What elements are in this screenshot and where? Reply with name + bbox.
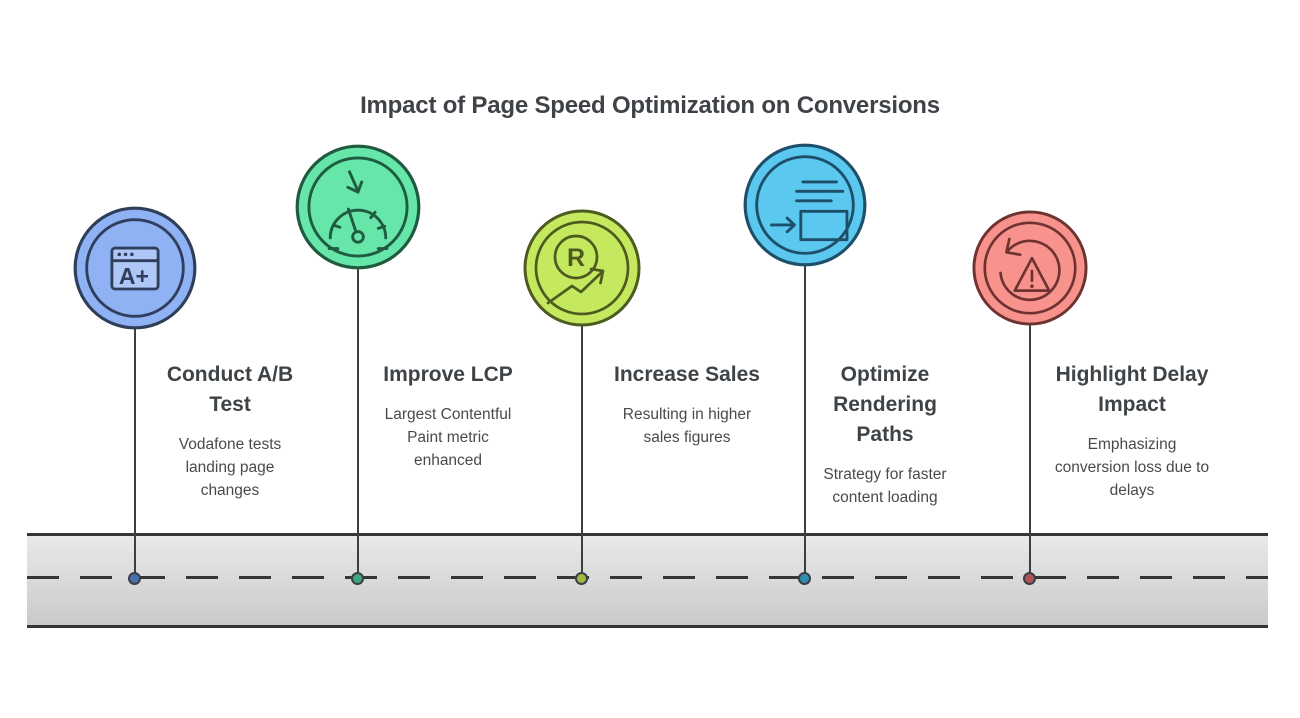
stem-line [581, 324, 583, 578]
milestone-text: Conduct A/B Test Vodafone tests landing … [130, 360, 330, 502]
milestone-heading: Increase Sales [614, 363, 760, 386]
sales-growth-icon: R [523, 209, 641, 327]
delay-warning-icon [972, 210, 1088, 326]
milestone-description: Strategy for faster content loading [823, 466, 947, 506]
milestone-dot [351, 572, 364, 585]
milestone-heading: Optimize Rendering Paths [833, 363, 937, 446]
milestone-description: Largest Contentful Paint metric enhanced [384, 406, 512, 469]
svg-text:R: R [567, 244, 585, 272]
stem-line [134, 327, 136, 578]
road [27, 533, 1268, 628]
milestone-dot [798, 572, 811, 585]
stem-line [357, 267, 359, 578]
milestone-description: Resulting in higher sales figures [622, 406, 752, 446]
milestone-dot [1023, 572, 1036, 585]
milestone-heading: Conduct A/B Test [166, 363, 294, 416]
milestone-dot [575, 572, 588, 585]
stem-line [804, 264, 806, 578]
road-center-dashed-line [27, 576, 1268, 579]
milestone-dot [128, 572, 141, 585]
svg-text:A+: A+ [119, 263, 149, 289]
milestone-description: Vodafone tests landing page changes [178, 436, 282, 499]
stem-line [1029, 323, 1031, 578]
ab-test-browser-icon: A+ [73, 206, 197, 330]
milestone-heading: Improve LCP [383, 363, 513, 386]
milestone-text: Optimize Rendering Paths Strategy for fa… [785, 360, 985, 509]
milestone-description: Emphasizing conversion loss due to delay… [1054, 436, 1210, 499]
milestone-text: Increase Sales Resulting in higher sales… [587, 360, 787, 449]
page-title: Impact of Page Speed Optimization on Con… [360, 92, 940, 119]
milestone-text: Highlight Delay Impact Emphasizing conve… [1032, 360, 1232, 502]
milestone-text: Improve LCP Largest Contentful Paint met… [348, 360, 548, 472]
milestone-heading: Highlight Delay Impact [1055, 363, 1209, 416]
speedometer-icon [295, 144, 421, 270]
rendering-paths-icon [743, 143, 867, 267]
